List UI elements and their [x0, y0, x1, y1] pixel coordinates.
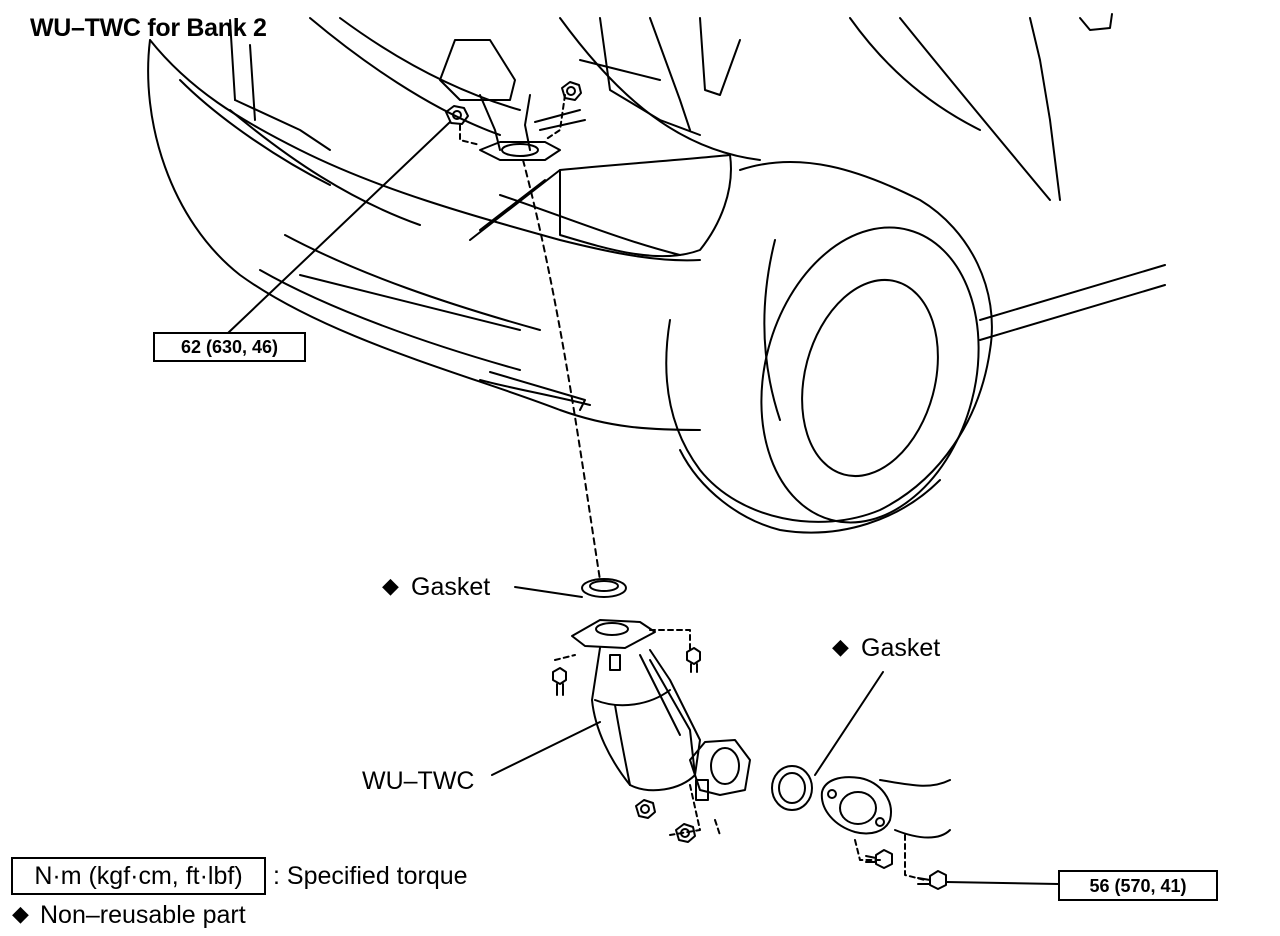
gasket-label-right: Gasket — [861, 634, 941, 662]
diamond-icon: ◆ — [832, 634, 849, 659]
pipe-bolt-2 — [917, 870, 947, 890]
converter-stud — [695, 779, 709, 801]
upper-right-nut — [561, 81, 582, 101]
diamond-icon: ◆ — [382, 573, 399, 598]
vehicle-body — [147, 13, 1166, 431]
upper-left-nut — [445, 105, 469, 125]
diagram-title: WU–TWC for Bank 2 — [30, 14, 267, 42]
front-tire — [665, 160, 993, 534]
legend-torque-text: : Specified torque — [273, 862, 468, 890]
alignment-dashed-line — [522, 159, 601, 581]
pipe-bolt-dashes — [854, 834, 926, 881]
converter-bolt-dashes — [554, 629, 721, 836]
gasket-right-leader — [814, 671, 884, 776]
legend-nonreusable-text: Non–reusable part — [40, 901, 246, 929]
converter-nut-lower-left — [635, 799, 656, 819]
converter-bolt-right — [686, 647, 701, 673]
pipe-bolt-1 — [865, 849, 893, 869]
upper-torque-leader — [227, 121, 451, 334]
right-gasket — [771, 765, 813, 811]
exhaust-manifold-outlet — [459, 94, 586, 161]
converter-nut-lower — [675, 823, 696, 843]
wu-twc-leader — [491, 721, 601, 776]
upper-gasket — [581, 578, 627, 598]
lower-torque-leader — [945, 881, 1059, 885]
converter-bolt-left — [552, 667, 567, 696]
torque-spec-lower: 56 (570, 41) — [1058, 870, 1218, 901]
gasket-label-upper: Gasket — [411, 573, 491, 601]
gasket-upper-leader — [514, 586, 583, 598]
wu-twc-converter — [571, 619, 751, 796]
diamond-icon: ◆ — [12, 901, 29, 926]
wu-twc-label: WU–TWC — [362, 767, 475, 795]
front-exhaust-pipe-flange — [820, 776, 951, 839]
torque-spec-upper: 62 (630, 46) — [153, 332, 306, 362]
legend-torque-unit-box: N·m (kgf·cm, ft·lbf) — [11, 857, 266, 895]
